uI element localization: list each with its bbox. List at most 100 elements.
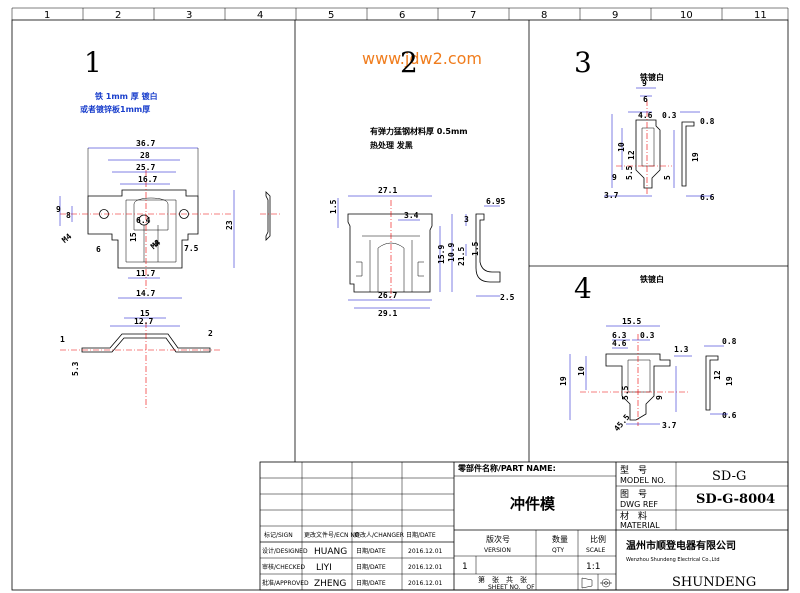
dimension-label: 3.7 — [662, 421, 677, 430]
ruler-label: 7 — [470, 10, 476, 21]
dimension-label: 19 — [725, 376, 734, 386]
dimension-label: 3.7 — [604, 191, 619, 200]
rev-header: 更改文件号/ECN NO — [304, 531, 360, 539]
title-block: 标记/SIGN 更改文件号/ECN NO 更改人/CHANGER 日期/DATE… — [259, 461, 789, 591]
view-number: 2 — [400, 46, 418, 79]
ruler-label: 1 — [44, 10, 50, 21]
terminal-side — [705, 355, 719, 411]
ruler-label: 2 — [115, 10, 121, 21]
dimension-label: 29.1 — [378, 309, 397, 318]
dimension-label: 0.3 — [640, 331, 655, 340]
sheet-label-en: SHEET NO. OF — [488, 584, 535, 591]
sign-date: 2016.12.01 — [408, 580, 443, 587]
rev-header: 标记/SIGN — [264, 531, 293, 539]
dwg-value: SD-G-8004 — [696, 492, 775, 507]
dimension-label: 15.9 — [437, 245, 446, 264]
dimension-label: 0.6 — [722, 411, 737, 420]
dimension-label: 19 — [691, 152, 700, 162]
view-number: 3 — [574, 46, 592, 79]
ruler-label: 8 — [541, 10, 547, 21]
sign-date-label: 日期/DATE — [356, 563, 386, 571]
view-4: 4 铁镀白 15.5 6.3 0.3 4.6 1.3 0.8 10 19 5.5… — [559, 272, 737, 433]
ruler-label: 11 — [754, 10, 767, 21]
dimension-label: 5 — [663, 175, 672, 180]
view-title: 铁镀白 — [640, 72, 664, 82]
side-view — [265, 191, 271, 241]
dimension-label: 3 — [464, 215, 469, 224]
qty-label-en: QTY — [552, 547, 564, 554]
view-title: 铁镀白 — [640, 274, 664, 284]
material-note-line1: 有弹力猛钢材料厚 0.5mm — [370, 126, 468, 136]
dimension-label: 10 — [617, 142, 626, 152]
view-3: 3 铁镀白 9 6 4.6 0.3 0.8 10 12 19 9 5.5 3.7… — [574, 46, 715, 202]
dimension-label: 6.4 — [136, 216, 151, 225]
dimension-label: 6 — [96, 245, 101, 254]
dimension-label: 3.4 — [404, 211, 419, 220]
dimension-label: 5.5 — [621, 385, 630, 400]
dimension-label: 0.3 — [662, 111, 677, 120]
dimension-label: 10.9 — [447, 243, 456, 262]
sign-label: 审核/CHECKED — [262, 563, 305, 571]
dimension-label: 9 — [612, 173, 617, 182]
dimension-label: 23 — [225, 220, 234, 230]
sign-date-label: 日期/DATE — [356, 579, 386, 587]
sign-label: 批准/APPROVED — [262, 579, 309, 587]
company-name: 温州市顺登电器有限公司 — [626, 539, 736, 552]
dimension-label: 6.6 — [700, 193, 715, 202]
dwg-label-en: DWG REF — [620, 500, 658, 509]
model-label-en: MODEL NO. — [620, 476, 666, 485]
dimension-label: 8 — [154, 239, 159, 248]
dimension-label: 9 — [56, 205, 61, 214]
front-elevation — [81, 333, 211, 353]
rev-header: 更改人/CHANGER — [354, 531, 404, 539]
top-ruler: 1 2 3 4 5 6 7 8 9 10 11 — [44, 10, 767, 21]
ruler-label: 3 — [186, 10, 192, 21]
dimension-label: 1 — [60, 335, 65, 344]
scale-label: 比例 — [590, 534, 606, 544]
dimension-label: 5.3 — [71, 361, 80, 376]
mounting-hole — [179, 209, 189, 219]
dimension-label: 27.1 — [378, 186, 397, 195]
terminal-front — [635, 119, 661, 189]
view-1: 1 铁 1mm 厚 镀白 或者镀锌板1mm厚 36.7 28 25.7 16.7… — [56, 46, 282, 410]
view-number: 4 — [574, 272, 592, 305]
rev-header: 日期/DATE — [406, 531, 436, 539]
dimension-label: 4.6 — [612, 339, 627, 348]
dimension-label: 1.3 — [674, 345, 689, 354]
material-label-en: MATERIAL — [620, 521, 660, 530]
dimension-label: 2 — [208, 329, 213, 338]
scale-label-en: SCALE — [586, 547, 605, 554]
dimension-label: 12 — [627, 150, 636, 160]
version-value: 1 — [462, 562, 468, 572]
terminal-front — [605, 353, 671, 421]
qty-label: 数量 — [552, 534, 568, 544]
model-value: SD-G — [712, 469, 746, 484]
view-number: 1 — [84, 46, 102, 79]
dimension-label: 15.5 — [622, 317, 641, 326]
ruler-label: 10 — [680, 10, 693, 21]
region-dividers — [294, 20, 788, 462]
sheet-label: 第 张 共 张 — [478, 575, 527, 584]
spring-clip-front — [347, 213, 433, 293]
ruler-label: 6 — [399, 10, 405, 21]
dimension-label: 1.5 — [329, 199, 338, 214]
view-2: 2 有弹力猛钢材料厚 0.5mm 热处理 发黑 27.1 1.5 3.4 15.… — [329, 46, 515, 318]
material-note-line1: 铁 1mm 厚 镀白 — [95, 91, 158, 101]
dimension-label: 6.95 — [486, 197, 505, 206]
material-note-line2: 或者镀锌板1mm厚 — [80, 104, 150, 114]
dimension-label: 16.7 — [138, 175, 157, 184]
projection-symbol-icon — [581, 577, 612, 589]
ruler-label: 5 — [328, 10, 334, 21]
part-name-label: 零部件名称/PART NAME: — [457, 463, 556, 473]
sign-date: 2016.12.01 — [408, 564, 443, 571]
dimension-label: 0.8 — [700, 117, 715, 126]
terminal-side — [681, 121, 695, 187]
dimension-label: 14.7 — [136, 289, 155, 298]
material-label: 材 料 — [620, 510, 647, 522]
watermark-text: www.jdw2.com — [362, 49, 482, 68]
version-label-en: VERSION — [484, 547, 511, 554]
sign-name: HUANG — [314, 547, 347, 557]
dimension-label: 6 — [643, 95, 648, 104]
dimension-label: 4.6 — [638, 111, 653, 120]
